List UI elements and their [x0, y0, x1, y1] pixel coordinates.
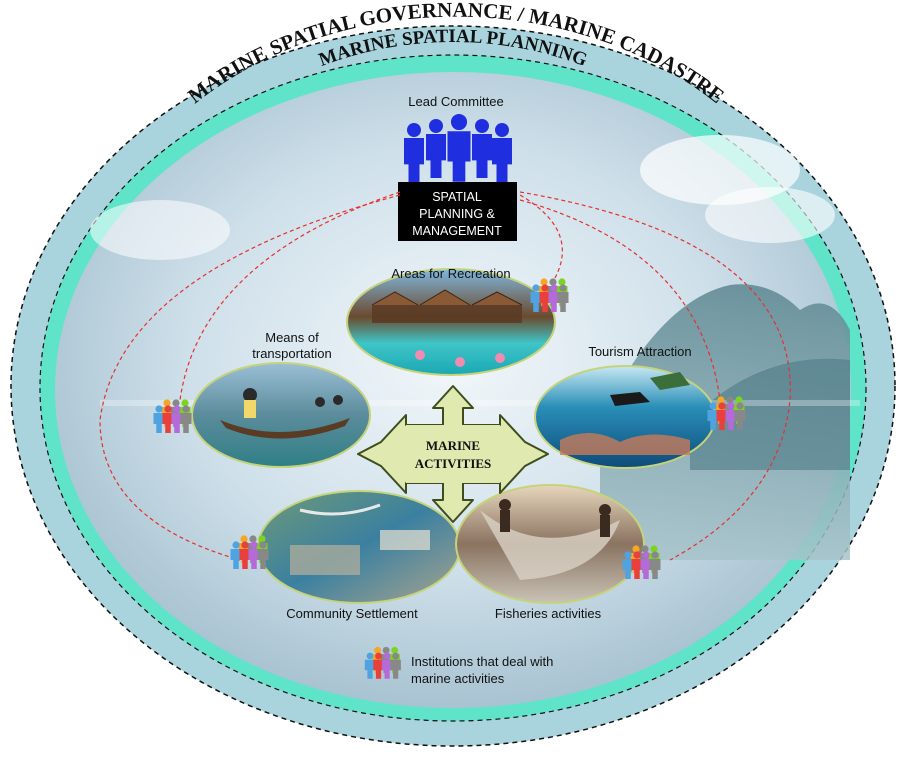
settlement-label: Community Settlement	[286, 606, 418, 621]
transportation-photo	[191, 362, 371, 468]
transportation-label-2: transportation	[252, 346, 332, 361]
recreation-label: Areas for Recreation	[391, 266, 510, 281]
tourism-label: Tourism Attraction	[588, 344, 691, 359]
institutions-icon-transport	[153, 399, 192, 433]
fisheries-photo	[455, 484, 645, 604]
link-to-settlement	[99, 194, 401, 561]
legend-line-1: Institutions that deal with	[411, 654, 553, 669]
planning-box-line-2: PLANNING &	[419, 207, 495, 221]
recreation-photo	[346, 268, 556, 376]
institutions-legend-icon	[364, 646, 401, 679]
marine-activities-line-1: MARINE	[426, 438, 480, 453]
arrow-center-box	[406, 425, 500, 483]
link-to-transport	[179, 191, 401, 401]
planning-box-line-1: SPATIAL	[432, 190, 482, 204]
institutions-icon-recreation	[530, 278, 569, 312]
tourism-photo	[534, 365, 716, 469]
link-lines	[99, 191, 791, 561]
legend-line-2: marine activities	[411, 671, 505, 686]
fisheries-label: Fisheries activities	[495, 606, 602, 621]
background-scenery	[90, 135, 860, 560]
transportation-label-1: Means of	[265, 330, 319, 345]
planning-box-line-3: MANAGEMENT	[412, 224, 502, 238]
spatial-planning-box	[398, 182, 517, 241]
settlement-photo	[257, 490, 461, 604]
committee-people-icon	[404, 113, 512, 182]
link-to-fisheries	[519, 191, 791, 561]
four-way-arrow	[357, 385, 549, 523]
lead-committee-label: Lead Committee	[408, 94, 503, 109]
marine-activities-line-2: ACTIVITIES	[415, 456, 492, 471]
institutions-icon-fisheries	[622, 545, 661, 579]
institutions-icon-settlement	[230, 535, 269, 569]
institutions-icon-tourism	[707, 396, 746, 430]
